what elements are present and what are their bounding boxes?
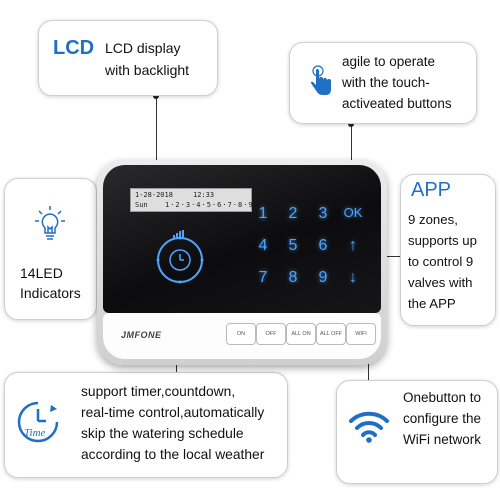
wifi-line-1: Onebutton to xyxy=(403,390,482,405)
controller-device: 1-28-2018 12:33 Sun 1·2·3·4·5·6·7·8·9 1 xyxy=(97,160,387,365)
key-ok[interactable]: OK xyxy=(343,205,363,220)
app-line-3: to control 9 xyxy=(408,254,474,269)
lightbulb-icon xyxy=(35,205,65,250)
lcd-callout: LCD LCD display with backlight xyxy=(38,20,218,96)
led-line-1: 14LED xyxy=(20,265,63,281)
clock-icon-text: Time xyxy=(24,427,46,439)
timer-description: support timer,countdown, real-time contr… xyxy=(81,381,286,465)
device-base: JMFONE ON OFF ALL ON ALL OFF WIFI xyxy=(103,313,381,359)
touch-hand-icon xyxy=(306,65,334,104)
key-6[interactable]: 6 xyxy=(318,237,328,254)
key-4[interactable]: 4 xyxy=(258,237,268,254)
off-button[interactable]: OFF xyxy=(256,323,286,345)
on-button[interactable]: ON xyxy=(226,323,256,345)
key-3[interactable]: 3 xyxy=(318,205,328,222)
key-5[interactable]: 5 xyxy=(288,237,298,254)
touch-line-1: agile to operate xyxy=(342,54,436,69)
key-9[interactable]: 9 xyxy=(318,269,328,286)
key-2[interactable]: 2 xyxy=(288,205,298,222)
all-on-button[interactable]: ALL ON xyxy=(286,323,316,345)
key-down[interactable]: ↓ xyxy=(349,269,357,286)
app-line-2: supports up xyxy=(408,233,477,248)
connector-lcd xyxy=(156,96,157,188)
key-1[interactable]: 1 xyxy=(258,205,268,222)
key-8[interactable]: 8 xyxy=(288,269,298,286)
app-line-4: valves with xyxy=(408,275,473,290)
connector-dot-touch xyxy=(348,121,354,127)
app-title: APP xyxy=(411,179,452,201)
touch-line-3: activeated buttons xyxy=(342,96,452,111)
connector-dot-lcd xyxy=(153,93,159,99)
lcd-zones: 1·2·3·4·5·6·7·8·9 xyxy=(165,201,254,209)
led-description: 14LED Indicators xyxy=(20,263,81,303)
lcd-title: LCD xyxy=(53,37,95,59)
timer-line-3: skip the watering schedule xyxy=(81,426,244,441)
timer-line-2: real-time control,automatically xyxy=(81,405,265,420)
clock-icon: Time xyxy=(15,399,61,450)
device-face: 1-28-2018 12:33 Sun 1·2·3·4·5·6·7·8·9 1 xyxy=(103,165,381,313)
wifi-description: Onebutton to configure the WiFi network xyxy=(403,387,497,450)
wifi-callout: Onebutton to configure the WiFi network xyxy=(336,380,498,484)
key-up[interactable]: ↑ xyxy=(349,237,357,254)
brand-logo: JMFONE xyxy=(121,330,162,340)
signal-icon xyxy=(173,225,185,243)
touch-description: agile to operate with the touch- activea… xyxy=(342,51,472,114)
touch-line-2: with the touch- xyxy=(342,75,430,90)
lcd-line-2: with backlight xyxy=(105,62,190,78)
app-callout: APP 9 zones, supports up to control 9 va… xyxy=(400,174,496,326)
lcd-date: 1-28-2018 xyxy=(135,191,173,199)
wifi-icon xyxy=(347,407,391,448)
timer-line-4: according to the local weather xyxy=(81,447,265,462)
alarm-clock-icon xyxy=(155,235,205,290)
lcd-line-1: LCD display xyxy=(105,40,181,56)
led-line-2: Indicators xyxy=(20,285,81,301)
app-description: 9 zones, supports up to control 9 valves… xyxy=(408,209,496,314)
wifi-line-2: configure the xyxy=(403,411,482,426)
touch-callout: agile to operate with the touch- activea… xyxy=(289,42,477,124)
all-off-button[interactable]: ALL OFF xyxy=(316,323,346,345)
key-7[interactable]: 7 xyxy=(258,269,268,286)
app-line-1: 9 zones, xyxy=(408,212,458,227)
lcd-time: 12:33 xyxy=(193,191,215,199)
timer-line-1: support timer,countdown, xyxy=(81,384,236,399)
lcd-day: Sun xyxy=(135,201,148,209)
led-callout: 14LED Indicators xyxy=(4,178,97,320)
timer-callout: Time support timer,countdown, real-time … xyxy=(4,372,288,478)
wifi-line-3: WiFi network xyxy=(403,432,482,447)
lcd-screen: 1-28-2018 12:33 Sun 1·2·3·4·5·6·7·8·9 xyxy=(130,188,254,212)
wifi-button[interactable]: WIFI xyxy=(346,323,376,345)
app-line-5: the APP xyxy=(408,296,456,311)
lcd-description: LCD display with backlight xyxy=(105,37,215,81)
